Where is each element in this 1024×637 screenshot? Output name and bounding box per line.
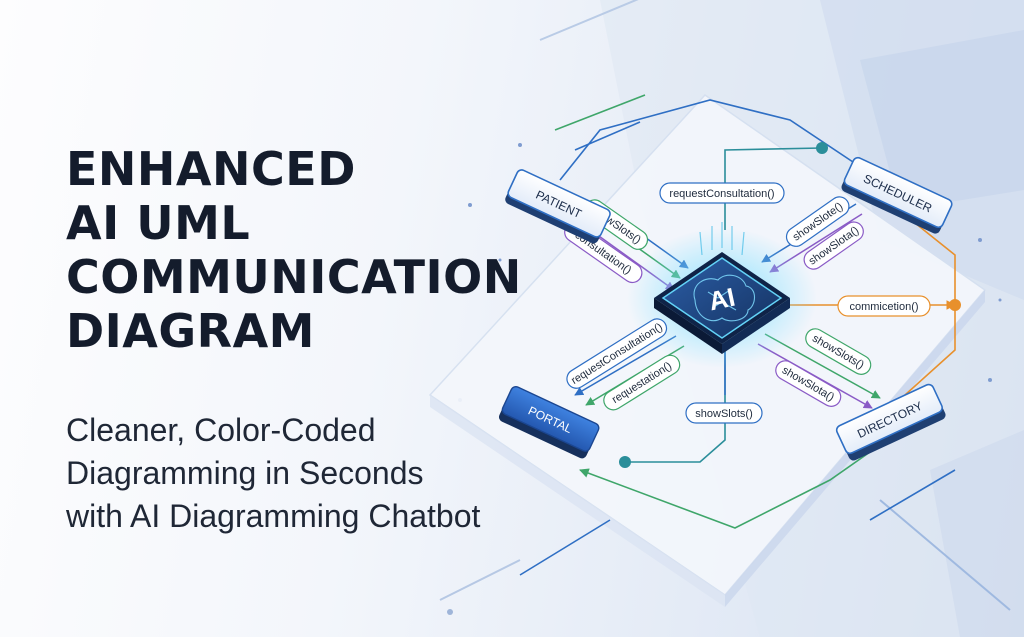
message-label-bottom: showSlots() <box>685 402 763 424</box>
connector-dot-top <box>816 142 828 154</box>
headline-line-2: AI UML <box>66 196 251 250</box>
subheadline-line-2: Diagramming in Seconds <box>66 455 424 491</box>
subheadline: Cleaner, Color-Coded Diagramming in Seco… <box>66 409 480 538</box>
svg-text:commicetion(): commicetion() <box>849 301 918 313</box>
ai-chip: AI <box>627 222 817 368</box>
subheadline-line-1: Cleaner, Color-Coded <box>66 412 376 448</box>
connector-dot-right <box>949 299 961 311</box>
node-patient: PATIENT <box>505 169 611 244</box>
headline-line-1: ENHANCED <box>66 142 356 196</box>
svg-text:requestConsultation(): requestConsultation() <box>669 188 774 200</box>
ai-chip-label: AI <box>706 282 738 317</box>
headline-line-4: DIAGRAM <box>66 304 315 358</box>
headline-line-3: COMMUNICATION <box>66 250 522 304</box>
message-label-top: requestConsultation() <box>659 182 785 204</box>
message-label-right: commicetion() <box>837 295 931 317</box>
connector-dot-bottom <box>619 456 631 468</box>
svg-text:showSlots(): showSlots() <box>695 408 752 420</box>
headline: ENHANCED AI UML COMMUNICATION DIAGRAM <box>66 142 522 358</box>
subheadline-line-3: with AI Diagramming Chatbot <box>66 498 481 534</box>
